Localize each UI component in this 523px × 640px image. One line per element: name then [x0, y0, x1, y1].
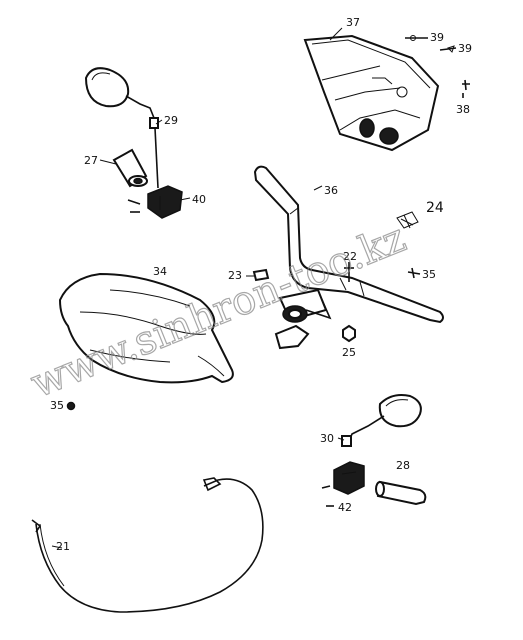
callout-27: 27: [84, 154, 98, 167]
part-28-right-grip: [375, 480, 427, 506]
callout-30: 30: [320, 432, 334, 445]
callout-22: 22: [343, 250, 357, 263]
callout-35-left: 35: [50, 399, 64, 412]
part-34-handlebar-cover: [58, 272, 234, 384]
screw-35-right: [407, 267, 421, 279]
throttle-assembly: [274, 288, 332, 350]
callout-labels: 37 39 39 38 29 27 40 36 24 34 23 22 35 2…: [50, 16, 472, 553]
mirror-left: [84, 67, 155, 119]
part-25-nut: [342, 324, 356, 343]
callout-24: 24: [426, 200, 444, 216]
callout-38: 38: [456, 103, 470, 116]
callout-37: 37: [346, 16, 360, 29]
screw-38: [462, 79, 470, 98]
part-37-front-cover: [303, 34, 440, 152]
screw-39-b: [439, 45, 457, 53]
part-21-cable: [31, 477, 264, 613]
screw-35-left: [66, 401, 76, 411]
part-29-mirror-stem: [149, 117, 159, 189]
callout-21: 21: [56, 540, 70, 553]
part-27-left-grip: [112, 148, 148, 188]
part-23-fitting: [252, 268, 270, 282]
callout-34: 34: [153, 265, 167, 278]
part-40-left-switch: [127, 185, 183, 219]
mirror-right: [347, 394, 422, 445]
callout-39-b: 39: [458, 42, 472, 55]
callout-25: 25: [342, 346, 356, 359]
callout-40: 40: [192, 193, 206, 206]
callout-28: 28: [396, 459, 410, 472]
part-42-right-switch: [321, 461, 365, 507]
leader-lines: [51, 27, 345, 549]
callout-42: 42: [338, 501, 352, 514]
part-22-bolt: [344, 262, 354, 282]
callout-35-right: 35: [422, 268, 436, 281]
part-36-handlebar: [253, 165, 444, 324]
part-24-clip: [396, 211, 419, 229]
callout-39-a: 39: [430, 31, 444, 44]
screw-39-a: [405, 35, 428, 41]
callout-23: 23: [228, 269, 242, 282]
callout-36: 36: [324, 184, 338, 197]
callout-29: 29: [164, 114, 178, 127]
part-30-mirror-stem: [341, 435, 352, 447]
